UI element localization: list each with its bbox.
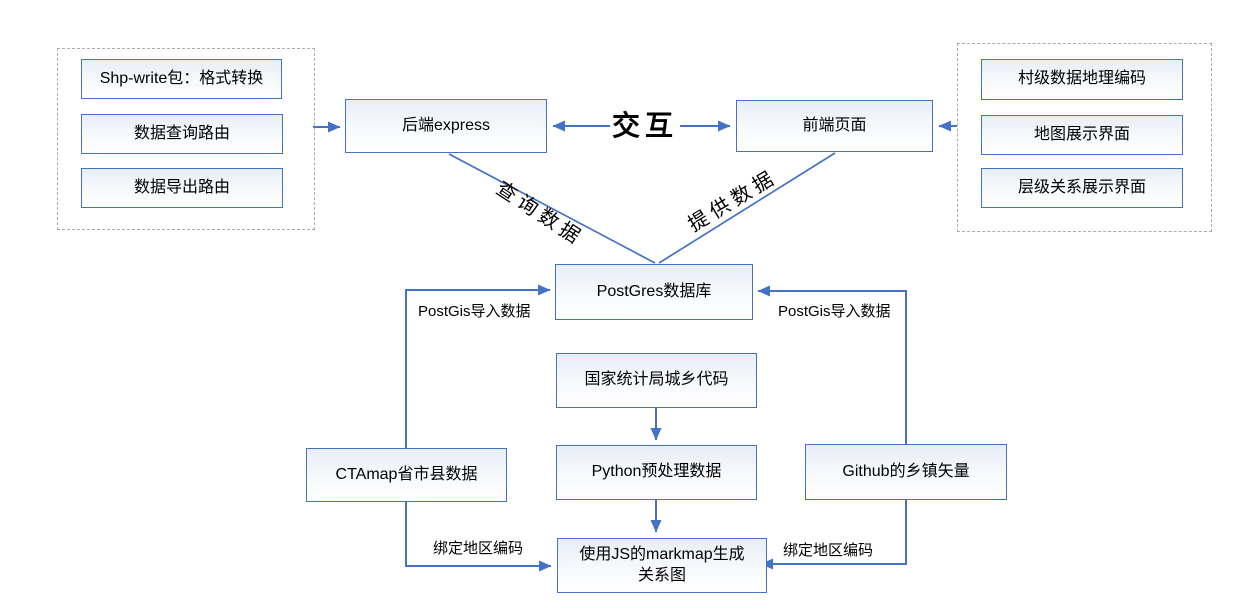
edge-label-bind-region-right: 绑定地区编码 [783,542,874,559]
edge-label-postgis-import-left: PostGis导入数据 [418,303,531,320]
node-data-query-route: 数据查询路由 [81,114,283,154]
edge-label-query-data: 查询数据 [491,177,588,251]
node-data-export-route-label: 数据导出路由 [133,178,230,196]
node-python-preprocess-label: Python预处理数据 [591,463,722,481]
node-postgres-database: PostGres数据库 [555,264,753,320]
node-stats-bureau-code-label: 国家统计局城乡代码 [584,371,729,389]
edge-frontend-to-database [658,152,836,264]
node-shp-write: Shp-write包：格式转换 [81,59,282,99]
node-postgres-database-label: PostGres数据库 [596,282,712,300]
node-hierarchy-display-label: 层级关系展示界面 [1017,178,1146,196]
node-data-export-route: 数据导出路由 [81,168,283,208]
edge-label-postgis-import-right: PostGis导入数据 [778,303,891,320]
node-github-township-vector-label: Github的乡镇矢量 [842,462,970,480]
node-village-geocode-label: 村级数据地理编码 [1017,70,1146,88]
edge-label-bind-region-left: 绑定地区编码 [433,540,524,557]
node-frontend-page: 前端页面 [736,100,933,152]
backend-modules-group [57,48,315,230]
node-village-geocode: 村级数据地理编码 [981,59,1183,100]
node-python-preprocess: Python预处理数据 [556,445,757,500]
node-map-display: 地图展示界面 [981,115,1183,155]
node-map-display-label: 地图展示界面 [1033,125,1130,143]
frontend-modules-group [957,43,1212,232]
node-stats-bureau-code: 国家统计局城乡代码 [556,353,757,408]
node-github-township-vector: Github的乡镇矢量 [805,444,1007,500]
node-ctamap-data: CTAmap省市县数据 [306,448,507,502]
node-markmap-graph-label-line1: 使用JS的markmap生成 [579,545,745,563]
node-markmap-graph: 使用JS的markmap生成 关系图 [557,538,767,593]
edge-label-provide-data: 提供数据 [684,165,782,237]
node-backend-express-label: 后端express [401,116,491,134]
node-backend-express: 后端express [345,99,547,153]
node-frontend-page-label: 前端页面 [802,116,867,134]
node-data-query-route-label: 数据查询路由 [133,124,230,142]
node-ctamap-data-label: CTAmap省市县数据 [335,465,478,483]
node-markmap-graph-label-line2: 关系图 [637,566,686,584]
node-shp-write-label: Shp-write包：格式转换 [99,69,264,87]
node-hierarchy-display: 层级关系展示界面 [981,168,1183,208]
edge-label-interaction: 交互 [611,110,678,141]
